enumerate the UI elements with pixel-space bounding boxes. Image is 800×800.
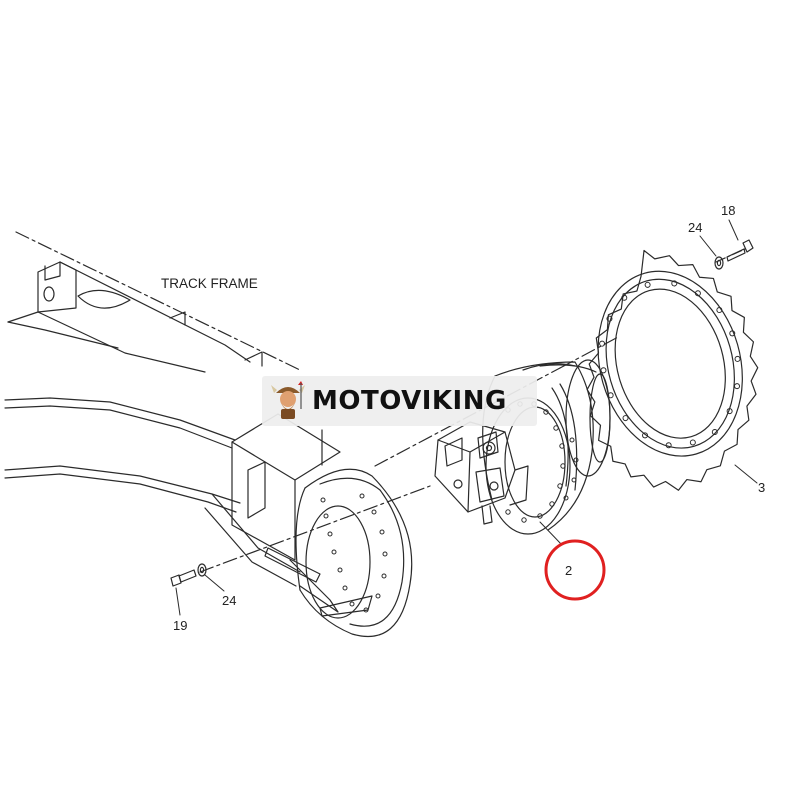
washer-24-bottom bbox=[197, 563, 207, 577]
sprocket bbox=[586, 249, 759, 491]
part-number-24-bottom: 24 bbox=[222, 593, 236, 608]
part-number-24-top: 24 bbox=[688, 220, 702, 235]
bolt-18 bbox=[726, 239, 754, 262]
track-frame bbox=[4, 231, 746, 638]
bolt-19 bbox=[170, 569, 197, 587]
part-number-3: 3 bbox=[758, 480, 765, 495]
part-number-2: 2 bbox=[565, 563, 572, 578]
viking-logo-icon bbox=[271, 381, 305, 419]
part-number-18: 18 bbox=[721, 203, 735, 218]
brand-watermark: MOTOVIKING bbox=[262, 376, 537, 426]
track-frame-label: TRACK FRAME bbox=[161, 276, 258, 291]
part-number-19: 19 bbox=[173, 618, 187, 633]
washer-24-top bbox=[714, 256, 724, 270]
brand-name: MOTOVIKING bbox=[312, 386, 507, 416]
highlight-circle bbox=[544, 539, 606, 601]
